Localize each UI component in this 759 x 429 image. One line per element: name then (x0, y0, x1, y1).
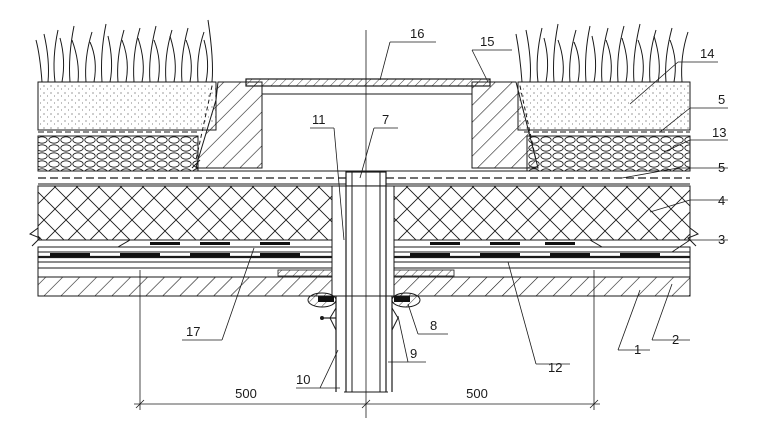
leader-lines (182, 41, 728, 389)
callout-10: 10 (296, 372, 310, 387)
soil-substrate (37, 81, 691, 133)
grass-right (515, 23, 689, 83)
callout-5-lower: 5 (718, 160, 725, 175)
callout-14: 14 (700, 46, 714, 61)
callout-7: 7 (382, 112, 389, 127)
callout-8: 8 (430, 318, 437, 333)
inspection-shaft (191, 81, 539, 169)
callout-13: 13 (712, 125, 726, 140)
callout-3: 3 (718, 232, 725, 247)
reinforcing-layer (116, 239, 604, 277)
pipe-clamps (307, 292, 421, 331)
callout-4: 4 (718, 193, 725, 208)
thermal-insulation (28, 185, 700, 247)
callout-9: 9 (410, 346, 417, 361)
drainage-layer (37, 135, 691, 172)
callout-1: 1 (634, 342, 641, 357)
callout-16: 16 (410, 26, 424, 41)
callout-15: 15 (480, 34, 494, 49)
callout-labels: 1 2 3 4 5 5 7 8 9 10 11 12 13 14 15 16 1… (186, 26, 726, 387)
dimension-right: 500 (466, 386, 488, 401)
grate-lid (245, 78, 491, 87)
callout-2: 2 (672, 332, 679, 347)
dimension-left: 500 (235, 386, 257, 401)
drain-pipe (331, 185, 395, 393)
grass-left (35, 19, 213, 83)
callout-5-upper: 5 (718, 92, 725, 107)
dimension-lines (134, 270, 600, 410)
callout-11: 11 (312, 112, 326, 127)
callout-12: 12 (548, 360, 562, 375)
callout-17: 17 (186, 324, 200, 339)
